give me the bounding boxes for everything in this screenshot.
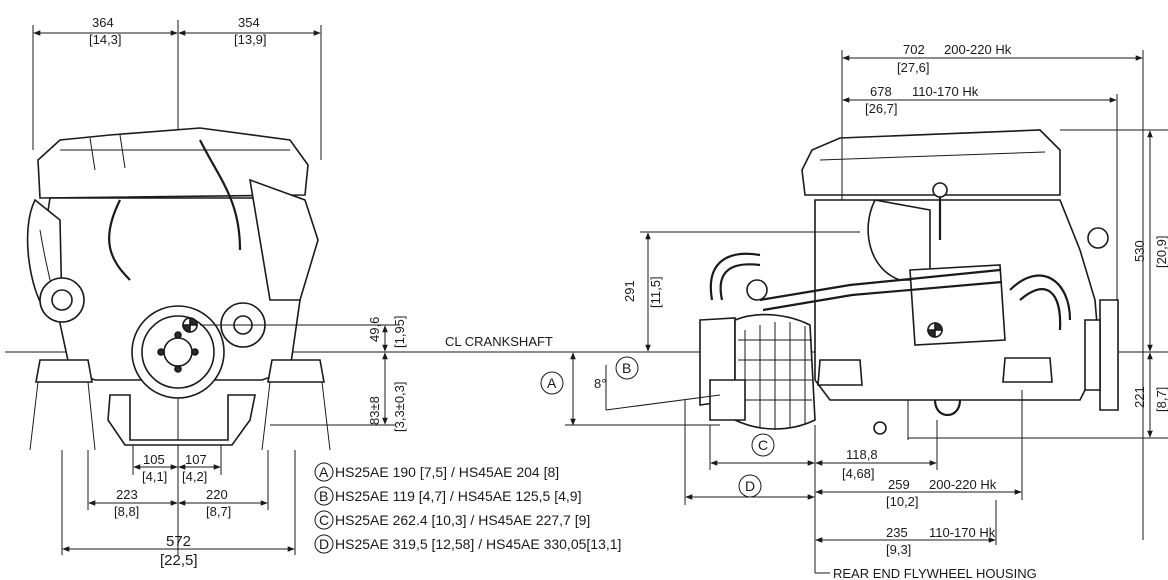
front-view-dimensions: 364 [14,3] 354 [13,9] 49,6 [1,95] 83±8 [… xyxy=(32,15,407,569)
dim-length-200: 702 xyxy=(903,42,925,57)
dim-height-below: 221 xyxy=(1132,386,1147,408)
marker-b xyxy=(615,356,639,380)
svg-text:D: D xyxy=(319,536,329,552)
dim-flywheel-200: 259 xyxy=(888,477,910,492)
marker-a xyxy=(540,371,564,395)
legend-item-c: C HS25AE 262.4 [10,3] / HS45AE 227,7 [9] xyxy=(314,510,590,530)
dim-flywheel-200-in: [10,2] xyxy=(886,494,919,509)
dim-mount-right: 220 xyxy=(206,487,228,502)
dim-left-half-width: 364 xyxy=(92,15,114,30)
dim-height-above-in: [20,9] xyxy=(1154,235,1168,268)
marker-c xyxy=(751,433,775,457)
dim-crank-to-cog-in: [1,95] xyxy=(392,315,407,348)
side-view-dimensions: 702 200-220 Hk [27,6] 678 110-170 Hk [26… xyxy=(540,42,1168,580)
dim-mount-right-in: [8,7] xyxy=(206,504,231,519)
dim-flywheel-200-hk: 200-220 Hk xyxy=(929,477,997,492)
dim-length-110-in: [26,7] xyxy=(865,101,898,116)
legend: A HS25AE 190 [7,5] / HS45AE 204 [8] B HS… xyxy=(314,462,621,554)
svg-text:HS25AE 319,5 [12,58] / HS45AE: HS25AE 319,5 [12,58] / HS45AE 330,05[13,… xyxy=(335,536,621,552)
dim-flywheel-110: 235 xyxy=(886,525,908,540)
front-view-engine xyxy=(26,20,331,555)
dim-crank-to-mount: 83±8 xyxy=(367,396,382,425)
dim-offset-in: [4,68] xyxy=(842,466,875,481)
dim-flywheel-110-in: [9,3] xyxy=(886,542,911,557)
dim-crank-to-cog: 49,6 xyxy=(367,317,382,342)
svg-text:HS25AE 119 [4,7] / HS45AE 125,: HS25AE 119 [4,7] / HS45AE 125,5 [4,9] xyxy=(335,488,581,504)
svg-text:A: A xyxy=(547,375,557,391)
rear-end-label: REAR END FLYWHEEL HOUSING xyxy=(833,566,1037,580)
legend-item-b: B HS25AE 119 [4,7] / HS45AE 125,5 [4,9] xyxy=(314,486,581,506)
dim-length-110-hk: 110-170 Hk xyxy=(912,84,979,99)
dim-overall-width-in: [22,5] xyxy=(160,552,198,569)
svg-text:B: B xyxy=(319,488,328,504)
dim-height-above: 530 xyxy=(1132,240,1147,262)
dim-right-half-width-in: [13,9] xyxy=(234,32,267,47)
dim-inner-left-in: [4,1] xyxy=(142,469,167,484)
legend-item-a: A HS25AE 190 [7,5] / HS45AE 204 [8] xyxy=(314,462,559,482)
dim-length-110: 678 xyxy=(870,84,892,99)
dim-flywheel-110-hk: 110-170 Hk xyxy=(929,525,996,540)
dim-inner-right-in: [4,2] xyxy=(182,469,207,484)
dim-inner-left: 105 xyxy=(143,452,165,467)
dim-length-200-hk: 200-220 Hk xyxy=(944,42,1012,57)
dim-inner-right: 107 xyxy=(185,452,207,467)
marker-d xyxy=(738,474,762,498)
svg-text:HS25AE 262.4 [10,3] / HS45AE: HS25AE 262.4 [10,3] / HS45AE 227,7 [9] xyxy=(335,512,590,528)
svg-text:C: C xyxy=(319,512,329,528)
dim-length-200-in: [27,6] xyxy=(897,60,930,75)
dim-height-below-in: [8,7] xyxy=(1154,387,1168,412)
svg-text:C: C xyxy=(758,437,768,453)
svg-text:A: A xyxy=(319,464,329,480)
dim-rear-height: 291 xyxy=(622,280,637,302)
svg-text:B: B xyxy=(622,360,631,376)
dim-crank-to-mount-in: [3,3±0,3] xyxy=(392,381,407,432)
legend-item-d: D HS25AE 319,5 [12,58] / HS45AE 330,05[1… xyxy=(314,534,621,554)
dim-mount-left-in: [8,8] xyxy=(114,504,139,519)
dim-offset: 118,8 xyxy=(846,447,878,462)
centerline-label: CL CRANKSHAFT xyxy=(445,334,553,349)
svg-text:D: D xyxy=(745,478,755,494)
dim-rear-height-in: [11,5] xyxy=(648,276,663,308)
dim-left-half-width-in: [14,3] xyxy=(89,32,122,47)
dim-right-half-width: 354 xyxy=(238,15,260,30)
svg-text:HS25AE 190 [7,5] / HS45AE 204: HS25AE 190 [7,5] / HS45AE 204 [8] xyxy=(335,464,559,480)
dim-angle: 8° xyxy=(594,376,606,391)
dim-mount-left: 223 xyxy=(116,487,138,502)
dim-overall-width: 572 xyxy=(166,533,191,550)
side-view-engine xyxy=(699,129,1119,435)
